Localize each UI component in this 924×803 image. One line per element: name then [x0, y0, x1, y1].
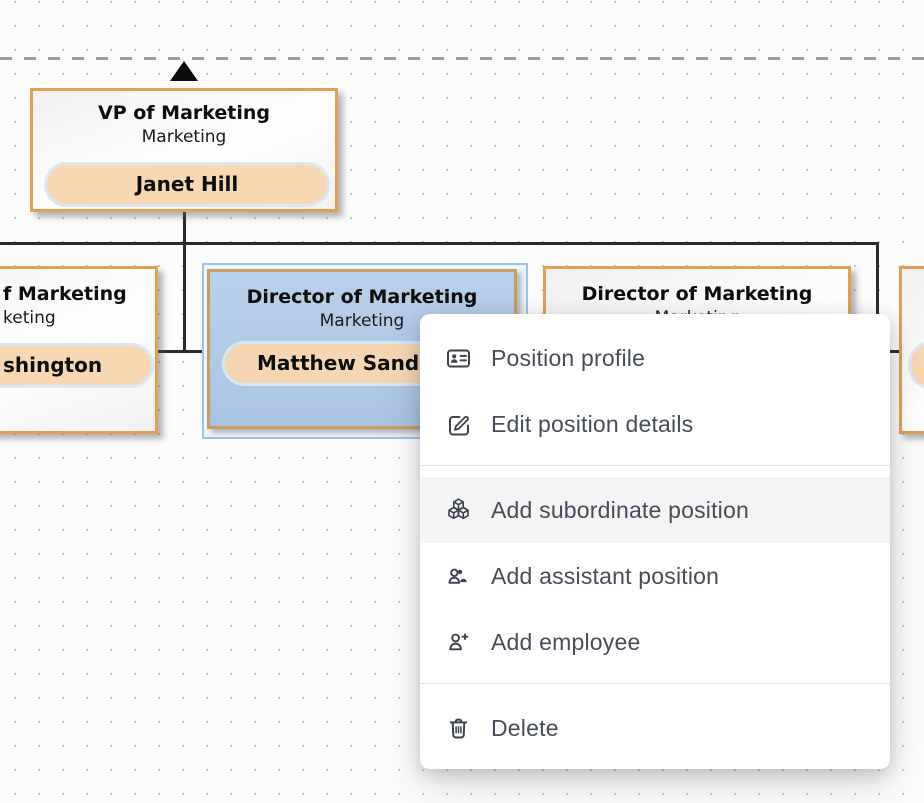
menu-section-add: Add subordinate position Add assistant p… — [420, 466, 890, 683]
connector-right-vertical — [876, 242, 879, 353]
people-icon — [448, 567, 469, 584]
org-node-director-selected[interactable]: Director of Marketing Marketing Matthew … — [207, 269, 517, 429]
connector-parent-vertical — [183, 212, 186, 353]
org-node-vp-marketing[interactable]: VP of Marketing Marketing Janet Hill — [30, 88, 338, 212]
menu-divider — [420, 465, 890, 466]
department-label: keting — [3, 308, 56, 328]
position-title: f Marketing — [3, 283, 127, 305]
menu-item-label: Position profile — [491, 344, 646, 371]
menu-item-edit-position-details[interactable]: Edit position details — [420, 391, 890, 457]
menu-item-label: Add subordinate position — [491, 496, 749, 523]
position-title: Director of Marketing — [581, 283, 813, 305]
menu-item-label: Delete — [491, 714, 559, 741]
menu-item-delete[interactable]: Delete — [420, 695, 890, 761]
edit-icon — [449, 415, 469, 435]
page-boundary-dashed-line — [0, 57, 924, 60]
menu-section-view: Position profile Edit position details — [420, 314, 890, 465]
menu-item-label: Edit position details — [491, 410, 694, 437]
connector-distribution-horizontal — [0, 242, 879, 245]
org-node-far-right-clipped[interactable] — [899, 266, 924, 434]
menu-item-position-profile[interactable]: Position profile — [420, 325, 890, 391]
menu-item-add-subordinate-position[interactable]: Add subordinate position — [420, 477, 890, 543]
position-title: Director of Marketing — [246, 286, 478, 308]
department-label: Marketing — [319, 311, 405, 331]
department-label: Marketing — [141, 127, 227, 147]
employee-name-pill[interactable]: shington — [0, 346, 151, 385]
context-menu: Position profile Edit position details — [420, 314, 890, 769]
menu-item-label: Add employee — [491, 628, 641, 655]
employee-name-pill[interactable]: Janet Hill — [47, 165, 327, 204]
menu-item-add-assistant-position[interactable]: Add assistant position — [420, 543, 890, 609]
org-node-left-clipped[interactable]: f Marketing keting shington — [0, 266, 158, 434]
employee-name-pill[interactable] — [911, 344, 924, 386]
menu-section-delete: Delete — [420, 684, 890, 769]
menu-item-label: Add assistant position — [491, 562, 720, 589]
connector-left-stub — [158, 350, 204, 353]
trash-icon — [449, 717, 468, 739]
contact-card-icon — [447, 349, 470, 367]
cubes-icon — [448, 497, 469, 519]
menu-divider — [420, 683, 890, 684]
person-add-icon — [449, 632, 469, 650]
menu-item-add-employee[interactable]: Add employee — [420, 609, 890, 675]
collapse-triangle-icon[interactable] — [170, 61, 198, 81]
position-title: VP of Marketing — [97, 102, 270, 124]
selection-outline: Director of Marketing Marketing Matthew … — [202, 263, 528, 439]
